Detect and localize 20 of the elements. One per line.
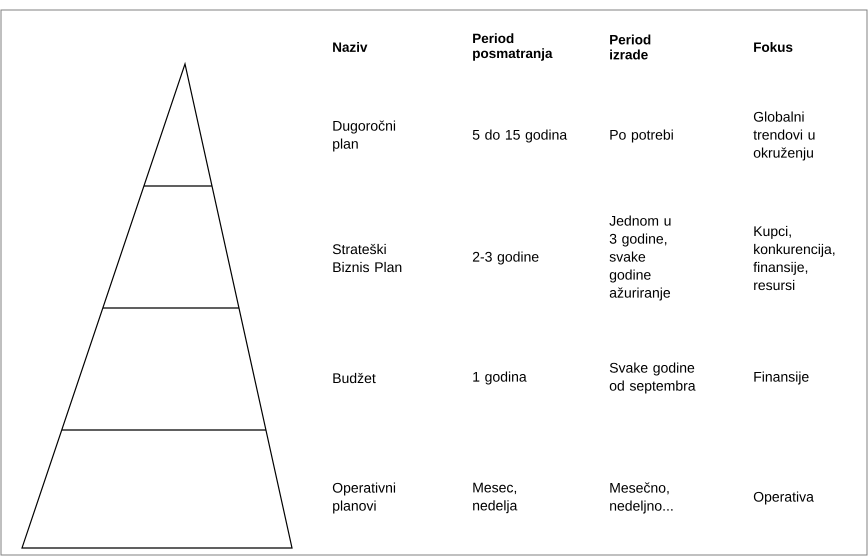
table-cell: Mesečno, nedeljno...: [610, 482, 673, 514]
table-cell: Globalni trendovi u okruženju: [753, 111, 815, 160]
table-cell: Operativa: [754, 491, 814, 504]
column-header: Period posmatranja: [473, 33, 553, 61]
column-header: Naziv: [333, 42, 368, 52]
table-cell: Kupci, konkurencija, finansije, resursi: [753, 226, 834, 290]
column-header: Fokus: [754, 42, 792, 52]
table-cell: Operativni planovi: [332, 482, 396, 514]
table-cell: 2-3 godine: [472, 251, 538, 264]
table-cell: 1 godina: [473, 371, 527, 384]
table-cell: Dugoročni plan: [333, 120, 396, 152]
table-cell: Svake godine od septembra: [610, 362, 696, 394]
table-cell: Finansije: [754, 371, 809, 384]
table-cell: Mesec, nedelja: [473, 482, 518, 514]
table-cell: Jednom u 3 godine, svake godine ažuriranje: [609, 215, 671, 300]
column-header: Period izrade: [610, 34, 650, 60]
table-cell: Strateški Biznis Plan: [332, 244, 402, 272]
table-cell: Budžet: [333, 372, 376, 384]
table-cell: Po potrebi: [610, 129, 673, 142]
table-cell: 5 do 15 godina: [472, 129, 568, 142]
